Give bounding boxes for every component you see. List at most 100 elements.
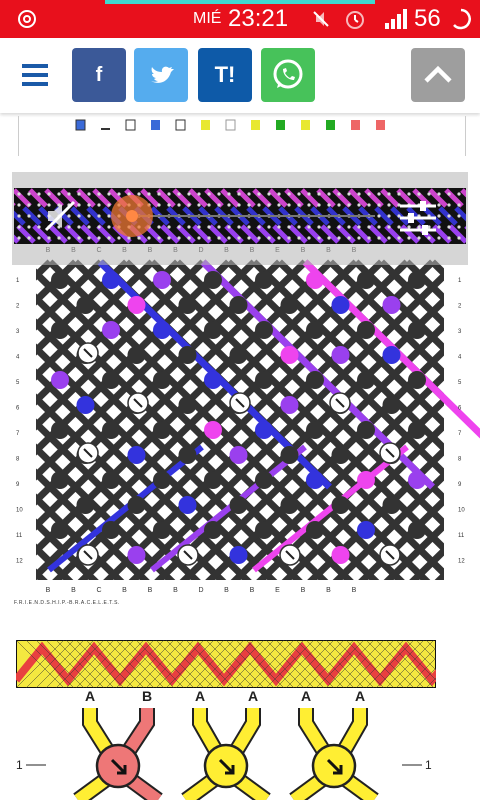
strand-black [47,259,410,610]
zig-grid [295,640,345,688]
settings-icon [18,10,36,28]
strand-black [302,435,480,610]
band-dot [197,225,201,229]
strand-black [0,259,155,416]
band-dot [107,203,111,207]
zig-grid [405,657,436,688]
band-dot [367,236,371,240]
top-strand-label: A [301,688,311,704]
bottom-strand-label: B [122,587,127,594]
band-dot [307,225,311,229]
knot [204,421,222,439]
pattern-margin [0,580,480,610]
band-stripe [352,224,372,244]
band-dot [257,203,261,207]
band-dot [377,225,381,229]
band-dot [237,192,241,196]
band-stripe [240,224,260,244]
band-dot [167,192,171,196]
band-stripe [188,188,208,208]
zig-grid [245,640,295,688]
sliders-icon[interactable] [396,198,440,238]
row-number-right: 5 [458,380,462,386]
band-stripe [432,224,452,244]
band-dot [447,214,451,218]
tuenti-share-button[interactable]: T! [198,48,252,102]
band-dot [317,192,321,196]
knot [204,271,222,289]
chevron-up-icon [424,65,452,83]
top-strand-label: A [248,688,258,704]
row-number-right: 3 [458,329,462,335]
knot [76,496,95,514]
thread [334,708,366,761]
band-dot [377,192,381,196]
status-bar: MIÉ 23:21 56 [0,0,480,38]
band-dot [327,203,331,207]
knot-arrow-line [235,398,245,408]
top-strand-label: A [355,688,365,704]
band-stripe [374,206,394,226]
bottom-strand-label: B [173,587,178,594]
knot [153,421,171,439]
notification-accent [105,0,375,4]
zig-grid [55,640,105,688]
band-stripe [316,188,336,208]
hamburger-icon[interactable] [22,62,48,88]
band-dot [447,236,451,240]
band-dot [327,225,331,229]
band-dot [17,214,21,218]
band-stripe [172,188,192,208]
knot [178,446,197,464]
band-stripe [60,188,80,208]
strand-black [0,259,231,491]
whatsapp-share-button[interactable] [261,48,315,102]
band-dot [287,236,291,240]
bottom-strand-label: B [326,587,331,594]
row-number-right: 11 [458,533,465,539]
bottom-strand-label: C [96,587,101,594]
knot [178,296,197,314]
knot [127,446,146,464]
band-dot [87,214,91,218]
twitter-share-button[interactable] [134,48,188,102]
knot [153,271,171,289]
knot [408,371,426,389]
band-dot [87,203,91,207]
band-dot [267,203,271,207]
band-stripe [348,188,368,208]
band-dot [297,192,301,196]
band-dot [237,203,241,207]
knot [331,346,350,364]
zig-grid [255,640,305,688]
knot [255,471,273,489]
band-dot [247,236,251,240]
row-number-right: 7 [458,431,462,437]
knot-arrow-line [83,448,93,458]
band-dot [177,225,181,229]
zig-grid [355,640,405,688]
band-dot [227,203,231,207]
band-dot [77,192,81,196]
zig-grid [375,640,425,688]
scroll-up-button[interactable] [411,48,465,102]
band-stripe [396,188,416,208]
playback-seek-bar[interactable] [105,194,455,238]
band-dot [267,192,271,196]
band-dot [17,192,21,196]
facebook-share-button[interactable]: f [72,48,126,102]
band-dot [227,225,231,229]
knot-arrowhead [225,765,235,775]
volume-muted-icon[interactable] [40,196,80,236]
knot [204,321,222,339]
row-number-left: 7 [16,431,20,437]
zig-grid [105,640,155,688]
knot-arrow-line [183,550,193,560]
band-stripe [336,224,356,244]
band-dot [407,236,411,240]
band-dot [357,203,361,207]
band-dot [157,192,161,196]
row-number-left: 12 [16,559,23,565]
band-dot [247,225,251,229]
band-dot [337,225,341,229]
